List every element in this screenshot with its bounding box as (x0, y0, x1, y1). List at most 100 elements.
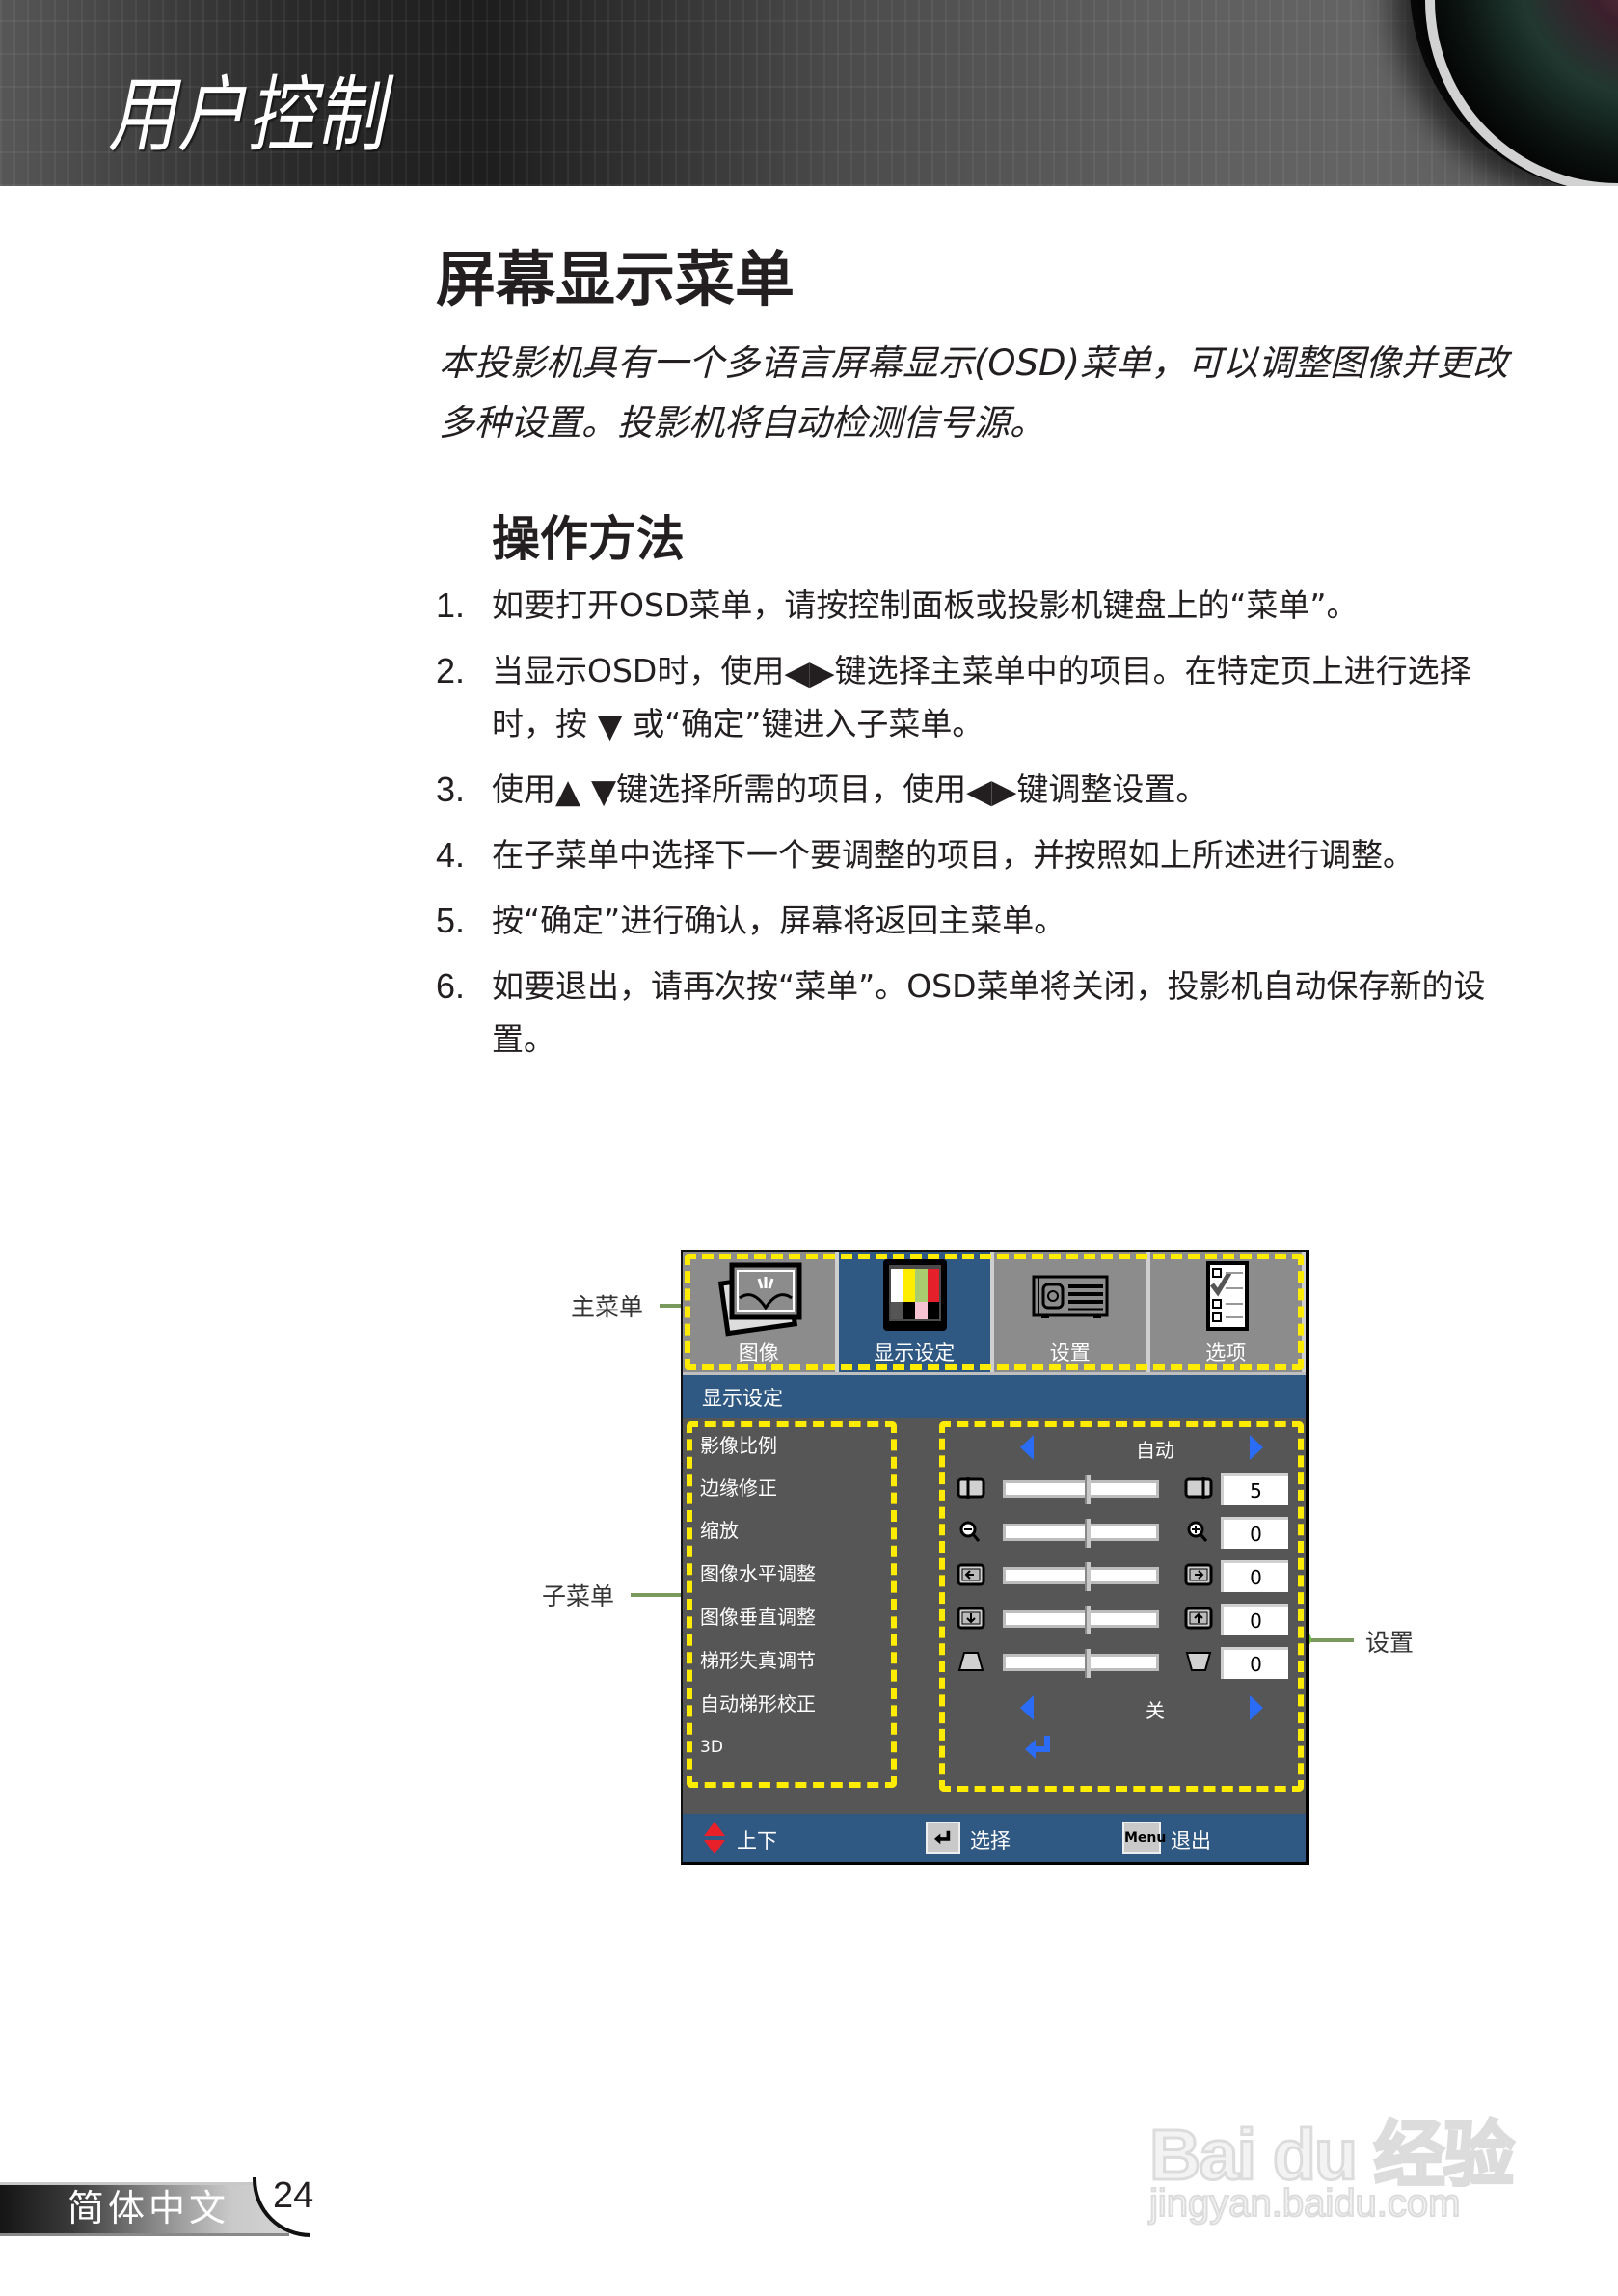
left-right-arrow-icon: ◀▶ (966, 772, 1017, 811)
slider-thumb[interactable] (1085, 1606, 1091, 1634)
edge-mask-slider[interactable] (1003, 1475, 1159, 1504)
step-text: 键选择所需的项目，使用 (616, 770, 967, 808)
subsection-title: 操作方法 (492, 511, 685, 567)
slider-thumb[interactable] (1085, 1649, 1091, 1678)
edge-mask-narrow-icon (957, 1477, 985, 1499)
step-number: 6. (436, 966, 466, 1006)
osd-footer: 上下 选择 Menu 退出 (683, 1814, 1306, 1862)
step-text: 如要打开OSD菜单，请按控制面板或投影机键盘上的“菜单”。 (492, 586, 1359, 624)
header-banner: 用户控制 (0, 0, 1618, 186)
checklist-icon (1206, 1261, 1250, 1331)
step-item: 2. 当显示OSD时，使用◀▶键选择主菜单中的项目。在特定页上进行选择时，按 ▼… (436, 644, 1525, 750)
section-intro: 本投影机具有一个多语言屏幕显示(OSD)菜单，可以调整图像并更改多种设置。投影机… (439, 342, 1508, 444)
setting-aspect-ratio: 自动 (683, 1433, 1306, 1468)
footer-select-label: 选择 (970, 1829, 1011, 1852)
v-shift-value[interactable]: 0 (1221, 1604, 1288, 1635)
arrow-right-icon[interactable] (1250, 1695, 1263, 1720)
tab-image[interactable]: 图像 (683, 1252, 839, 1372)
h-shift-slider[interactable] (1003, 1562, 1159, 1591)
step-text: 或“确定”键进入子菜单。 (633, 705, 984, 743)
chapter-title: 用户控制 (108, 68, 387, 164)
submenu-item-h-shift[interactable]: 图像水平调整 (700, 1562, 816, 1585)
watermark: Bai du 经验 jingyan.baidu.com (1148, 2059, 1525, 2232)
footer-exit-label: 退出 (1171, 1829, 1211, 1852)
enter-icon[interactable] (1022, 1734, 1055, 1763)
setting-keystone: 0 (683, 1647, 1306, 1685)
watermark-logo: Bai du 经验 (1148, 2114, 1517, 2197)
slider-thumb[interactable] (1085, 1519, 1091, 1548)
h-shift-value[interactable]: 0 (1221, 1560, 1288, 1592)
v-shift-slider[interactable] (1003, 1606, 1159, 1634)
enter-key-icon (934, 1830, 951, 1845)
step-item: 5. 按“确定”进行确认，屏幕将返回主菜单。 (436, 894, 1525, 947)
setting-3d (683, 1734, 1306, 1769)
shift-right-icon (1184, 1563, 1213, 1586)
tab-setup[interactable]: 设置 (994, 1252, 1150, 1372)
section-title: 屏幕显示菜单 (436, 244, 796, 314)
step-number: 2. (436, 651, 466, 690)
keystone-value[interactable]: 0 (1221, 1647, 1288, 1679)
shift-left-icon (957, 1563, 985, 1586)
slider-thumb[interactable] (1085, 1562, 1091, 1591)
setting-zoom: 0 (683, 1517, 1306, 1554)
osd-menu: 图像 显示设定 (681, 1250, 1309, 1865)
arrow-left-icon[interactable] (1020, 1435, 1034, 1460)
step-item: 6. 如要退出，请再次按“菜单”。OSD菜单将关闭，投影机自动保存新的设置。 (436, 959, 1525, 1066)
step-text: 按“确定”进行确认，屏幕将返回主菜单。 (492, 902, 1066, 939)
setting-h-shift: 0 (683, 1560, 1306, 1598)
edge-mask-value[interactable]: 5 (1221, 1473, 1288, 1505)
setting-v-shift: 0 (683, 1604, 1306, 1641)
step-text: 键选择主菜单中的项目。在特定页上进行选择时，按 (492, 652, 1471, 743)
arrow-left-icon[interactable] (1020, 1695, 1034, 1720)
osd-main-menu-tabs: 图像 显示设定 (683, 1252, 1306, 1372)
step-item: 4. 在子菜单中选择下一个要调整的项目，并按照如上所述进行调整。 (436, 828, 1525, 881)
step-text: 当显示OSD时，使用 (492, 652, 785, 689)
tab-label: 显示设定 (874, 1341, 956, 1364)
submenu-item-auto-keystone[interactable]: 自动梯形校正 (700, 1692, 816, 1715)
submenu-item-keystone[interactable]: 梯形失真调节 (700, 1649, 816, 1672)
left-right-arrow-icon: ◀▶ (784, 654, 835, 692)
tab-label: 图像 (738, 1341, 779, 1364)
shift-up-icon (1184, 1607, 1213, 1630)
callout-line (631, 1593, 688, 1597)
lens-ring-decoration (1425, 0, 1618, 186)
projector-icon (1032, 1275, 1109, 1318)
menu-key[interactable]: Menu (1122, 1822, 1166, 1854)
tab-display[interactable]: 显示设定 (838, 1252, 994, 1372)
footer-updown-label: 上下 (737, 1829, 777, 1852)
submenu-item-3d[interactable]: 3D (700, 1738, 723, 1757)
callout-sub-menu: 子菜单 (542, 1582, 615, 1610)
aspect-ratio-value: 自动 (1136, 1439, 1174, 1462)
submenu-item-aspect-ratio[interactable]: 影像比例 (700, 1434, 777, 1457)
osd-section-bar: 显示设定 (683, 1372, 1306, 1418)
up-down-icon (704, 1822, 725, 1854)
setting-auto-keystone: 关 (683, 1693, 1306, 1728)
language-label: 简体中文 (67, 2187, 230, 2229)
zoom-out-icon (959, 1521, 981, 1542)
osd-section-title: 显示设定 (702, 1387, 783, 1410)
keystone-slider[interactable] (1003, 1649, 1159, 1678)
step-number: 4. (436, 835, 466, 875)
submenu-item-zoom[interactable]: 缩放 (700, 1519, 739, 1542)
settings-highlight (939, 1421, 1304, 1792)
step-text: 使用 (492, 770, 555, 808)
tab-options[interactable]: 选项 (1149, 1252, 1306, 1372)
picture-icon (717, 1262, 802, 1337)
arrow-right-icon[interactable] (1250, 1435, 1263, 1460)
zoom-slider[interactable] (1003, 1519, 1159, 1548)
color-bars-icon (883, 1259, 948, 1331)
submenu-item-edge-mask[interactable]: 边缘修正 (700, 1476, 777, 1499)
step-text: 在子菜单中选择下一个要调整的项目，并按照如上所述进行调整。 (492, 836, 1415, 874)
callout-line (660, 1304, 694, 1308)
zoom-value[interactable]: 0 (1221, 1517, 1288, 1549)
up-down-arrow-icon: ▲ ▼ (555, 772, 617, 811)
submenu-item-v-shift[interactable]: 图像垂直调整 (700, 1606, 816, 1629)
step-text: 键调整设置。 (1016, 770, 1208, 808)
zoom-in-icon (1187, 1521, 1208, 1542)
callout-line (1309, 1638, 1354, 1642)
step-number: 3. (436, 770, 466, 809)
step-number: 5. (436, 901, 466, 940)
slider-thumb[interactable] (1085, 1475, 1091, 1504)
select-key[interactable] (926, 1822, 960, 1854)
shift-down-icon (957, 1607, 985, 1630)
